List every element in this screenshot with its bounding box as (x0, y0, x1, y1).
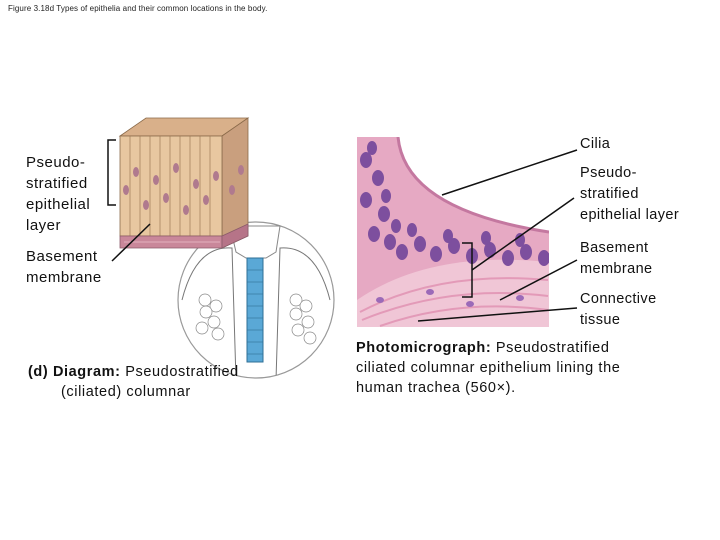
tissue-block-diagram (120, 118, 248, 248)
photo-pseudostratified-label: Pseudo- stratified epithelial layer (580, 163, 679, 226)
photo-caption-line2: ciliated columnar epithelium lining the (356, 358, 686, 378)
photo-caption-line3: human trachea (560×). (356, 378, 686, 398)
diagram-caption-prefix: (d) Diagram: (28, 364, 121, 380)
diagram-caption-rest: Pseudostratified (125, 364, 239, 380)
photo-connective-label: Connective tissue (580, 289, 657, 331)
photo-caption: Photomicrograph: Pseudostratified ciliat… (356, 338, 686, 398)
diagram-pseudostratified-label: Pseudo- stratified epithelial layer (26, 152, 90, 236)
photo-caption-prefix: Photomicrograph: (356, 340, 491, 356)
diagram-caption: (d) Diagram: Pseudostratified (ciliated)… (28, 362, 328, 402)
photo-basement-label: Basement membrane (580, 238, 653, 280)
diagram-basement-label: Basement membrane (26, 246, 102, 288)
diagram-caption-line2: (ciliated) columnar (28, 382, 328, 402)
photo-caption-rest: Pseudostratified (496, 340, 610, 356)
photo-cilia-label: Cilia (580, 134, 610, 155)
photomicrograph (357, 137, 550, 327)
